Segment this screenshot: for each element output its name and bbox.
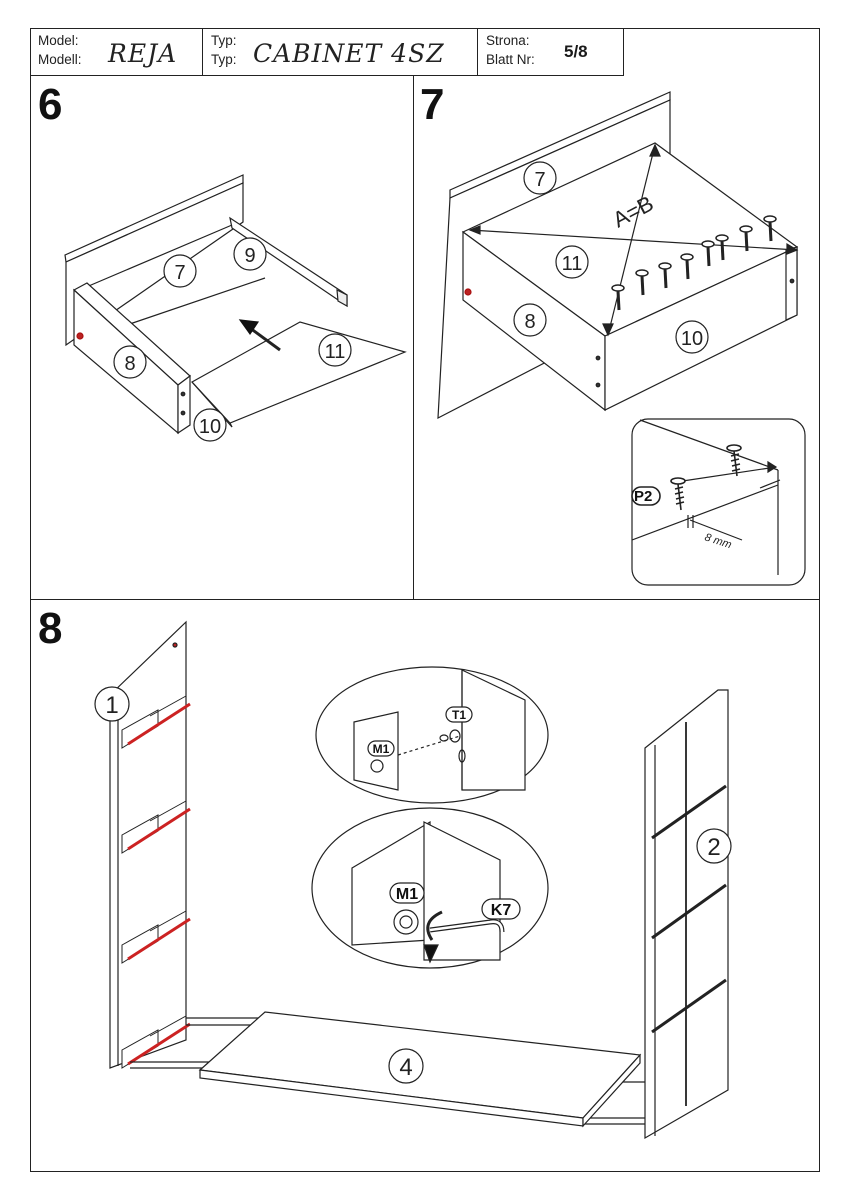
model-label-1: Model: [38,33,79,48]
detail-k7-label: K7 [491,902,512,919]
screw-icon [635,269,649,296]
hinge-icon [121,1015,191,1069]
screw-icon [701,240,715,267]
callout-7-11: 11 [562,253,583,275]
detail-t1-label: T1 [452,708,466,722]
screw-icon [715,234,729,261]
hinge-icon [121,800,191,854]
callout-6-7: 7 [174,262,185,284]
type-label-2: Typ: [211,52,237,67]
callout-8-4: 4 [399,1054,412,1081]
screw-icon [739,225,753,252]
step-7-callouts: 7 11 8 10 A=B [513,161,709,354]
callout-7-10: 10 [681,328,703,350]
screw-icon [680,253,694,280]
screw-icon [763,215,777,242]
callout-7-8: 8 [524,311,535,333]
header-page-cell: Strona: Blatt Nr: 5/8 [478,28,624,76]
callout-6-8: 8 [124,353,135,375]
page-label-2: Blatt Nr: [486,52,535,67]
step-8-number: 8 [38,604,63,653]
hinge-icon [121,910,191,964]
header-type-cell: Typ: Typ: CABINET 4SZ [203,28,478,76]
callout-8-1: 1 [105,692,118,719]
header-model-cell: Model: Modell: REJA [30,28,203,76]
screw-icon [611,284,625,311]
detail-m1-label-bottom: M1 [396,886,418,903]
step-7-detail: P2 8 mm [631,418,806,586]
divider-vertical [413,76,414,599]
screw-icon [658,262,672,289]
step-6-illustration [64,174,407,435]
page-number: 5/8 [564,42,588,61]
step-7-illustration [437,91,799,420]
page-label-1: Strona: [486,33,530,48]
divider-horizontal [30,599,820,600]
type-label-1: Typ: [211,33,237,48]
callout-6-9: 9 [244,245,255,267]
step-7-number: 7 [420,80,445,129]
model-value: REJA [108,39,178,68]
page-frame [30,28,820,1172]
type-value: CABINET 4SZ [253,39,445,68]
callout-6-11: 11 [325,341,346,363]
callout-6-10: 10 [199,416,221,438]
detail-part-p2: P2 [634,488,652,505]
hinge-icon [121,695,191,749]
callout-7-7: 7 [534,169,545,191]
model-label-2: Modell: [38,52,82,67]
step-6-number: 6 [38,80,63,129]
detail-m1-label-top: M1 [373,742,390,756]
step-6-callouts: 7 9 8 11 10 [113,237,352,442]
callout-8-2: 2 [707,834,720,861]
